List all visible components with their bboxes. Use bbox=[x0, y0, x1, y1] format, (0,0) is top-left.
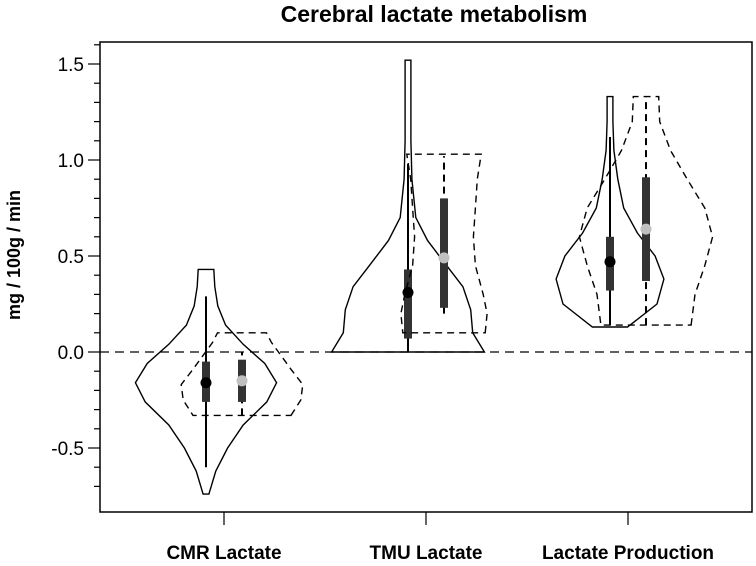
violins-group bbox=[134, 59, 714, 495]
violin-outline bbox=[134, 268, 278, 495]
violin-outline bbox=[400, 153, 488, 334]
y-tick-label: 1.0 bbox=[58, 151, 84, 172]
chart-title: Cerebral lactate metabolism bbox=[281, 1, 588, 27]
violin-median-point bbox=[236, 375, 248, 387]
violin-iqr-box bbox=[404, 269, 412, 339]
violin-outline bbox=[330, 59, 486, 353]
violin-outline bbox=[180, 332, 304, 417]
violin-median-point bbox=[604, 256, 616, 268]
x-tick-label: CMR Lactate bbox=[166, 543, 281, 564]
violin-outline bbox=[578, 95, 714, 326]
y-tick-label: 1.5 bbox=[58, 55, 84, 76]
x-tick-label: Lactate Production bbox=[542, 543, 714, 564]
y-axis: -0.5 0.0 0.5 1.0 1.5 bbox=[51, 44, 100, 487]
violin-median-point bbox=[438, 252, 450, 264]
y-tick-label: 0.0 bbox=[58, 343, 84, 364]
violin-median-point bbox=[640, 223, 652, 235]
y-axis-label: mg / 100g / min bbox=[4, 190, 24, 320]
x-tick-label: TMU Lactate bbox=[370, 543, 483, 564]
violin-median-point bbox=[200, 377, 212, 389]
y-tick-label: -0.5 bbox=[51, 439, 84, 460]
y-tick-label: 0.5 bbox=[58, 247, 84, 268]
x-axis: CMR Lactate TMU Lactate Lactate Production bbox=[166, 512, 714, 564]
